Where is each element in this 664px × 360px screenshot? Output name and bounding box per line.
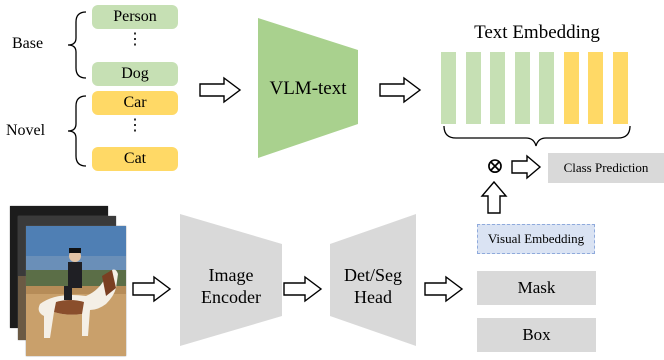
text-embedding-title: Text Embedding (474, 22, 600, 43)
head-line2: Head (354, 287, 392, 307)
novel-embedding-bar (588, 52, 603, 124)
base-brace (67, 11, 87, 79)
class-prediction-label: Class Prediction (563, 160, 649, 175)
novel-embedding-bar (563, 52, 579, 124)
arrow-to-class-prediction (511, 154, 542, 180)
novel-embedding-bar (612, 52, 628, 124)
mask-box: Mask (477, 271, 596, 305)
base-embedding-bar (441, 52, 456, 124)
head-trapezoid (330, 214, 416, 346)
class-car: Car (92, 91, 178, 115)
class-cat: Cat (92, 147, 178, 171)
vlm-text-label: VLM-text (269, 78, 347, 99)
input-image-front (26, 226, 126, 356)
novel-label: Novel (6, 122, 46, 139)
image-encoder-line1: Image (208, 265, 254, 285)
arrow-image-to-encoder (132, 275, 172, 303)
base-embedding-bar (490, 52, 505, 124)
novel-brace (67, 95, 87, 167)
arrow-classes-to-vlm (199, 76, 242, 104)
base-embedding-bar (514, 52, 530, 124)
mask-label: Mask (517, 278, 556, 297)
arrow-head-to-outputs (424, 275, 464, 303)
image-encoder-line2: Encoder (201, 287, 261, 307)
multiply-operator: ⊗ (485, 153, 505, 178)
visual-embedding-box: Visual Embedding (477, 224, 595, 254)
base-embedding-bar (539, 52, 554, 124)
class-dog: Dog (92, 62, 178, 86)
base-label: Base (12, 35, 44, 52)
class-person: Person (92, 5, 178, 29)
head-line1: Det/Seg (344, 265, 402, 285)
arrow-encoder-to-head (283, 275, 323, 303)
visual-embedding-label: Visual Embedding (487, 231, 585, 246)
embedding-brace (443, 125, 631, 147)
image-encoder-label: Image Encoder (180, 264, 282, 308)
arrow-visual-to-operator (480, 180, 508, 214)
base-embedding-bar (465, 52, 481, 124)
head-label: Det/Seg Head (330, 264, 416, 308)
class-prediction-box: Class Prediction (548, 153, 664, 183)
horse-rider-photo (26, 226, 126, 356)
base-ellipsis: ⋮ (127, 31, 143, 48)
novel-ellipsis: ⋮ (127, 117, 143, 134)
arrow-vlm-to-embedding (379, 76, 422, 104)
image-encoder-trapezoid (180, 214, 282, 346)
hollow-arrows (132, 76, 542, 303)
box-output-box: Box (477, 318, 596, 352)
vlm-text-trapezoid (258, 18, 358, 158)
box-label: Box (522, 325, 551, 344)
